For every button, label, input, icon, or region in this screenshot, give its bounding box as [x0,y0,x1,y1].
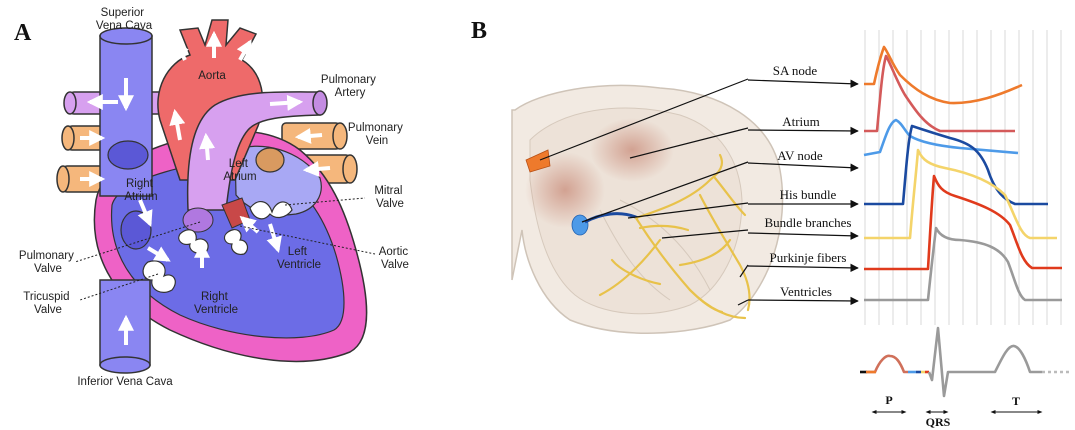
superior-vena-cava [100,28,152,196]
trace-sa-node [864,47,1022,103]
label-right-atrium: Right Atrium [124,178,157,203]
label-inferior-vena-cava: Inferior Vena Cava [77,376,173,388]
label-superior-vena-cava: Superior Vena Cava [96,7,153,32]
label-sa-node: SA node [773,63,818,78]
ecg-qrs-t [929,328,1042,396]
label-tricuspid-valve: Tricuspid Valve [23,291,72,316]
label-qrs: QRS [926,415,951,429]
label-av-node: AV node [777,148,823,163]
heart-diagram: Superior Vena Cava Aorta Pulmonary Arter… [19,7,411,388]
pulmonary-artery-end [313,91,327,115]
label-pulmonary-artery: Pulmonary Artery [321,74,379,99]
label-p-wave: P [885,393,892,407]
panel-a-letter: A [14,20,32,46]
trace-atrium-red [864,56,1015,131]
label-his-bundle: His bundle [780,187,837,202]
label-aorta: Aorta [198,70,226,82]
label-aortic-valve: Aortic Valve [379,246,412,271]
trace-his-bundle [864,126,1048,204]
label-atrium: Atrium [782,114,820,129]
conduction-heart [512,85,783,333]
panel-b-letter: B [471,18,487,44]
trace-atrium-blue [864,120,1018,155]
label-bundle-branches: Bundle branches [764,215,851,230]
left-atrium-vein-opening [256,148,284,172]
label-t-wave: T [1012,394,1020,408]
label-mitral-valve: Mitral Valve [374,185,405,210]
av-node [572,215,588,235]
svc-opening [108,141,148,169]
label-pulmonary-vein: Pulmonary Vein [348,122,406,147]
composite-ecg [860,328,1072,396]
pulmonary-valve-region [183,208,213,232]
label-ventricles: Ventricles [780,284,832,299]
label-purkinje-fibers: Purkinje fibers [770,250,847,265]
ecg-p-wave [867,356,908,372]
label-pulmonary-valve: Pulmonary Valve [19,250,77,275]
